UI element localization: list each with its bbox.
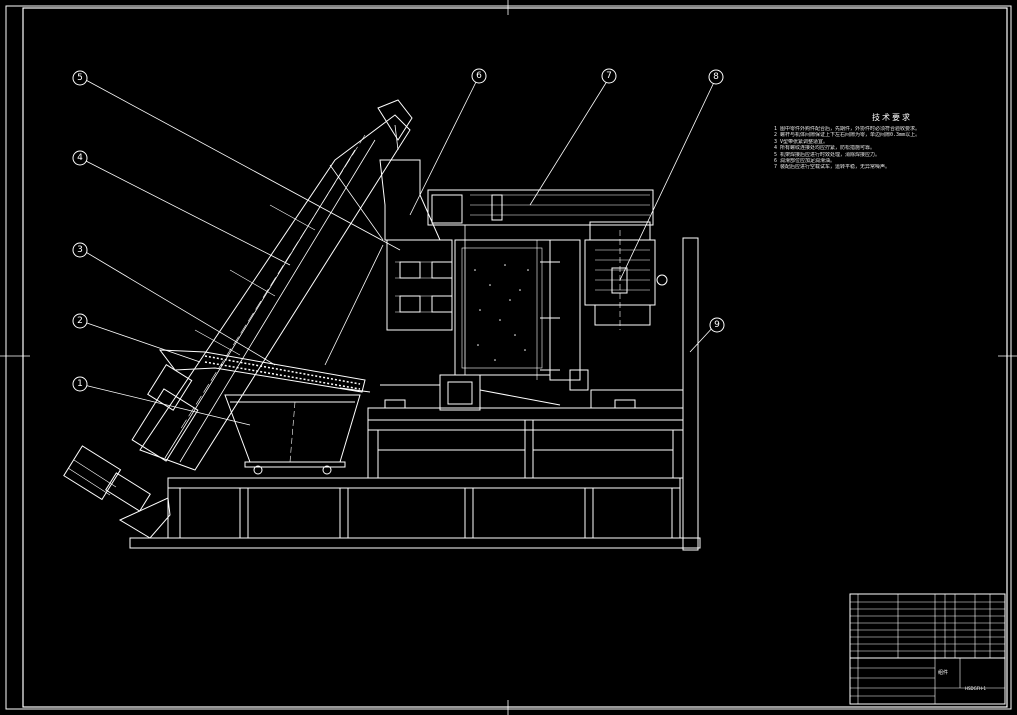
- material-fill: [474, 264, 529, 361]
- title-block-drawing-no: HSDGFH-1: [965, 686, 986, 691]
- callout-5-label: 5: [77, 73, 83, 83]
- screw-conveyor: [131, 99, 413, 471]
- lower-bearing: [380, 374, 636, 411]
- callout-9-circle: [709, 317, 725, 333]
- work-table: [367, 407, 684, 479]
- callout-7-circle: [601, 68, 617, 84]
- callout-2-label: 2: [77, 316, 83, 326]
- feed-chute: [158, 349, 371, 393]
- callout-3-circle: [72, 242, 88, 258]
- crushing-chamber: [386, 225, 589, 391]
- requirement-line: 3 V型带张紧调整适宜。: [774, 138, 829, 145]
- support-column: [590, 237, 699, 551]
- callout-2-circle: [72, 313, 88, 329]
- requirement-line: 2 螺杆与机体间隙保证上下左右间隙为零，单边间隙0.3mm以上。: [774, 132, 921, 139]
- machine-base: [129, 477, 701, 549]
- callout-8-circle: [708, 69, 724, 85]
- callout-3-label: 3: [77, 245, 83, 255]
- callout-4-circle: [72, 150, 88, 166]
- callout-1-circle: [72, 376, 88, 392]
- requirement-line: 6 润滑部位应加足润滑油。: [774, 158, 836, 165]
- main-motor: [584, 221, 668, 330]
- callout-markers: [72, 68, 725, 392]
- callout-9-label: 9: [714, 320, 720, 330]
- callout-6-label: 6: [476, 71, 482, 81]
- technical-requirements: 技术要求 1 图中零件外购件配合后，先期件，外协件时必须符合验收要求。 2 螺杆…: [774, 112, 1010, 171]
- requirement-line: 5 机架焊接后应进行时效处理，消除焊接应力。: [774, 151, 881, 158]
- callout-1-label: 1: [77, 379, 83, 389]
- leader-lines: [83, 77, 717, 426]
- hopper-cart: [224, 394, 361, 475]
- requirement-line: 7 装配后应进行空载试车，运转平稳，无异常噪声。: [774, 164, 891, 171]
- callout-4-label: 4: [77, 153, 83, 163]
- conveyor-motor: [63, 445, 171, 539]
- callout-5-circle: [72, 70, 88, 86]
- technical-requirements-title: 技术要求: [872, 113, 912, 122]
- callout-7-label: 7: [606, 71, 612, 81]
- callout-8-label: 8: [713, 72, 719, 82]
- requirement-line: 4 所有螺纹连接处均应拧紧，防松措施可靠。: [774, 145, 876, 152]
- title-block: [849, 593, 1006, 705]
- belt-guard: [427, 189, 654, 226]
- feed-hopper: [324, 159, 441, 366]
- callout-6-circle: [471, 68, 487, 84]
- title-block-title: 组件: [938, 669, 948, 676]
- requirement-line: 1 图中零件外购件配合后，先期件，外协件时必须符合验收要求。: [774, 126, 921, 132]
- callout-labels: 5 4 3 2 1 6 7 8 9: [77, 71, 720, 389]
